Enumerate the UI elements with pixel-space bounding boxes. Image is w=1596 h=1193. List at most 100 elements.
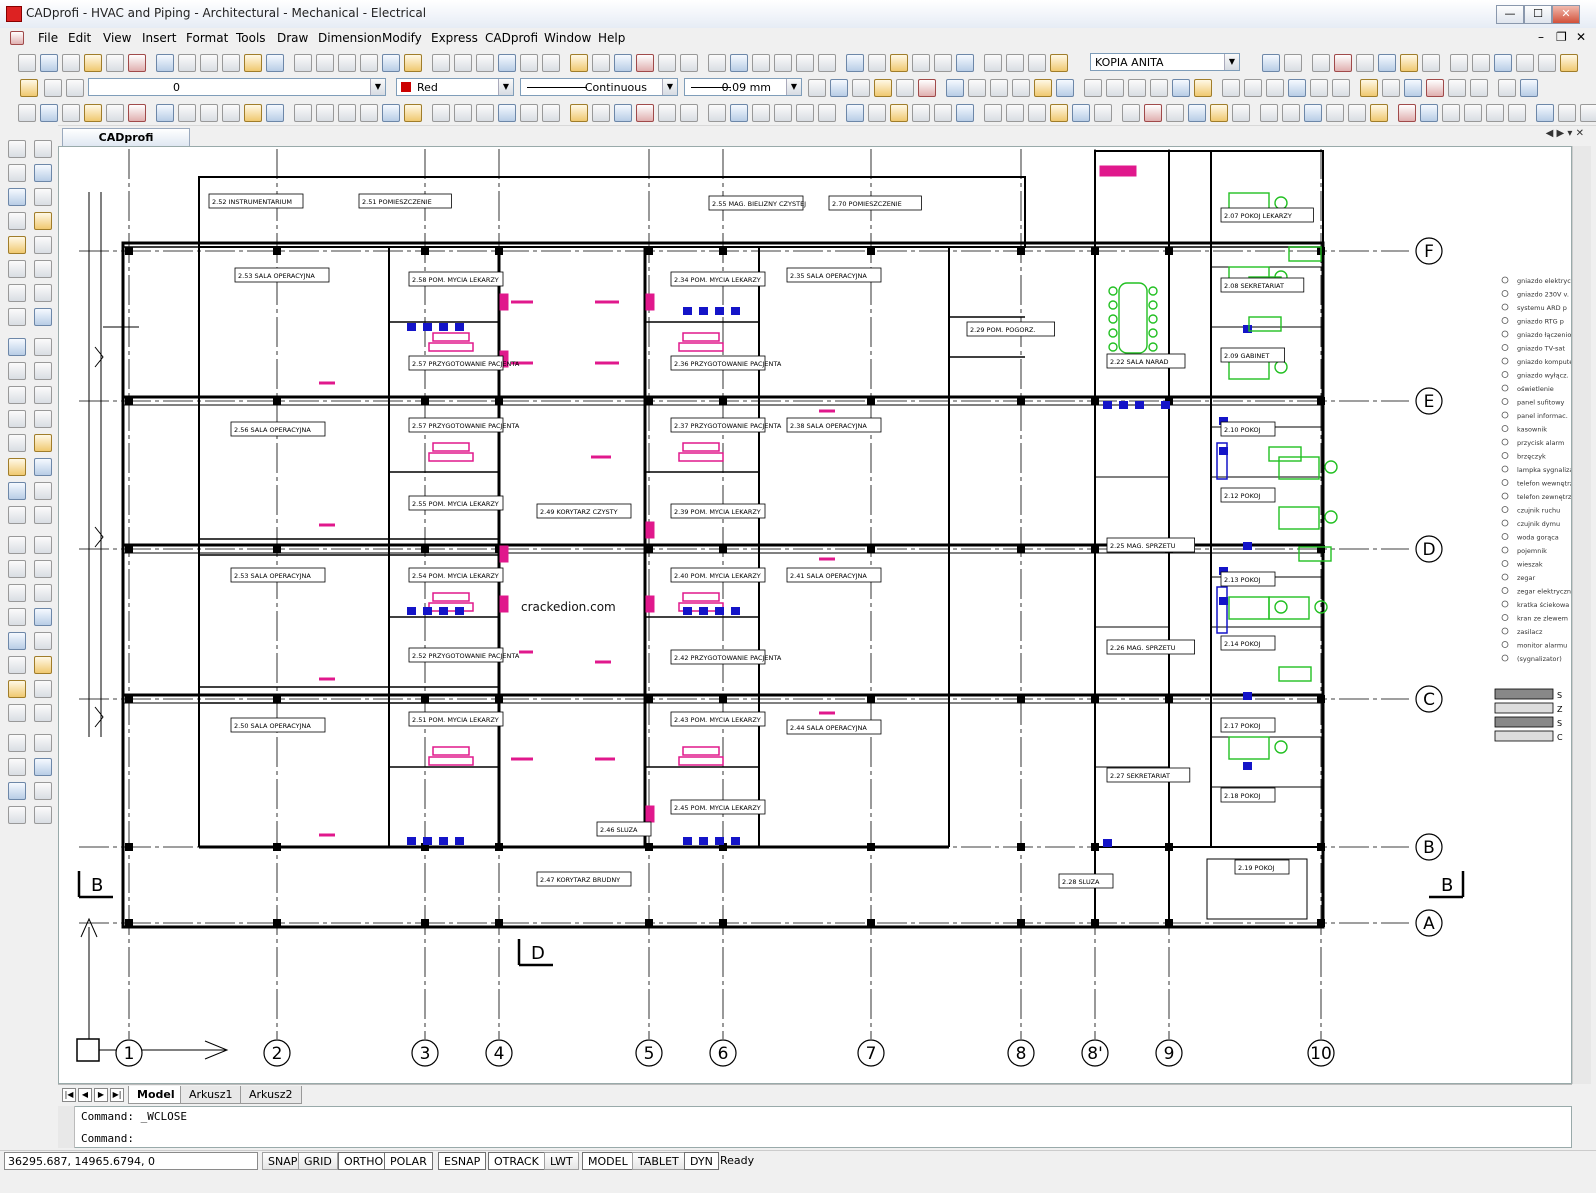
menu-draw[interactable]: Draw xyxy=(277,31,309,45)
toolbar2-undo-icon[interactable] xyxy=(1056,79,1074,97)
torus-icon[interactable] xyxy=(34,434,52,452)
toolbar2-qnew-icon[interactable] xyxy=(830,79,848,97)
toolbar1-markup-icon[interactable] xyxy=(498,54,516,72)
command-window-grip[interactable] xyxy=(58,1106,75,1148)
toolbar3-open-icon[interactable] xyxy=(1094,104,1112,122)
menu-view[interactable]: View xyxy=(103,31,132,45)
toolbar2-redo-icon[interactable] xyxy=(1084,79,1102,97)
scale-icon[interactable] xyxy=(8,782,26,800)
toolbar3-dim-jogged-icon[interactable] xyxy=(680,104,698,122)
toolbar1-dim-diameter-icon[interactable] xyxy=(708,54,726,72)
tab-model[interactable]: Model xyxy=(128,1086,184,1104)
toolbar1-pan-icon[interactable] xyxy=(1538,54,1556,72)
toolbar2-copy-icon[interactable] xyxy=(990,79,1008,97)
toolbar1-plot-icon[interactable] xyxy=(1378,54,1396,72)
chevron-down-icon[interactable]: ▼ xyxy=(786,79,801,95)
toolbar3-print-icon[interactable] xyxy=(1144,104,1162,122)
toolbar3-undo-icon[interactable] xyxy=(1304,104,1322,122)
toolbar1-jogged-linear-icon[interactable] xyxy=(934,54,952,72)
circle-icon[interactable] xyxy=(8,284,26,302)
toolbar2-dim-angular-icon[interactable] xyxy=(1520,79,1538,97)
toolbar3-center-mark-icon[interactable] xyxy=(890,104,908,122)
next-tab-button[interactable]: ▶ xyxy=(94,1088,108,1102)
gradient-icon[interactable] xyxy=(8,506,26,524)
ellipse-icon[interactable] xyxy=(8,362,26,380)
toolbar1-paste-icon[interactable] xyxy=(1450,54,1468,72)
toolbar3-sheet-set-icon[interactable] xyxy=(476,104,494,122)
toolbar1-new-icon[interactable] xyxy=(1050,54,1068,72)
trim-icon[interactable] xyxy=(34,140,52,158)
toolbar1-zoom-previous-icon[interactable] xyxy=(382,54,400,72)
toolbar1-dim-angular-icon[interactable] xyxy=(730,54,748,72)
tab-arkusz1[interactable]: Arkusz1 xyxy=(180,1086,242,1104)
toolbar1-zoom-window-icon[interactable] xyxy=(360,54,378,72)
toolbar2-matchprop-icon[interactable] xyxy=(1034,79,1052,97)
line-icon[interactable] xyxy=(8,140,26,158)
toolbar3-plot-icon[interactable] xyxy=(1188,104,1206,122)
toolbar1-qnew-icon[interactable] xyxy=(1262,54,1280,72)
toolbar1-help-icon[interactable] xyxy=(542,54,560,72)
toolbar2-dim-diameter-icon[interactable] xyxy=(1498,79,1516,97)
toolbar3-dim-aligned-icon[interactable] xyxy=(592,104,610,122)
toolbar2-dim-radius-icon[interactable] xyxy=(1448,79,1466,97)
toolbar3-help-icon[interactable] xyxy=(542,104,560,122)
toolbar3-markup-icon[interactable] xyxy=(1536,104,1554,122)
toolbar3-properties-icon[interactable] xyxy=(1442,104,1460,122)
toolbar3-qnew-icon[interactable] xyxy=(1072,104,1090,122)
toolbar3-dim-arc-icon[interactable] xyxy=(614,104,632,122)
toolbar3-new-icon[interactable] xyxy=(18,104,36,122)
first-tab-button[interactable]: |◀ xyxy=(62,1088,76,1102)
toolbar3-zoom-icon[interactable] xyxy=(1370,104,1388,122)
toolbar3-tolerance-icon[interactable] xyxy=(868,104,886,122)
tab-navigation[interactable]: ◀ ▶ ▾ ✕ xyxy=(1545,128,1584,139)
revision-cloud-icon[interactable] xyxy=(34,704,52,722)
toolbar2-new-icon[interactable] xyxy=(808,79,826,97)
toolbar1-dim-arc-icon[interactable] xyxy=(614,54,632,72)
vertical-scrollbar[interactable] xyxy=(1572,146,1591,1084)
box-icon[interactable] xyxy=(34,308,52,326)
toolbar3-dim-space-icon[interactable] xyxy=(818,104,836,122)
toolbar1-tool-palettes-icon[interactable] xyxy=(454,54,472,72)
menu-modify[interactable]: Modify xyxy=(382,31,422,45)
toolbar1-print-icon[interactable] xyxy=(106,54,124,72)
make-block-icon[interactable] xyxy=(8,434,26,452)
polyline-icon[interactable] xyxy=(34,584,52,602)
toolbar3-undo-icon[interactable] xyxy=(266,104,284,122)
toolbar3-markup-icon[interactable] xyxy=(498,104,516,122)
toolbar1-sheet-set-icon[interactable] xyxy=(476,54,494,72)
rectangle-icon[interactable] xyxy=(8,236,26,254)
model-toggle[interactable]: MODEL xyxy=(582,1152,634,1170)
toolbar2-calculator-icon[interactable] xyxy=(1310,79,1328,97)
toolbar3-dim-quick-icon[interactable] xyxy=(752,104,770,122)
chamfer-icon[interactable] xyxy=(34,236,52,254)
ellipse-arc-icon[interactable] xyxy=(8,386,26,404)
tab-arkusz2[interactable]: Arkusz2 xyxy=(240,1086,302,1104)
toolbar1-new-icon[interactable] xyxy=(18,54,36,72)
menu-help[interactable]: Help xyxy=(598,31,626,45)
toolbar2-properties-icon[interactable] xyxy=(1194,79,1212,97)
toolbar2-dim-arc-icon[interactable] xyxy=(1404,79,1422,97)
toolbar1-dim-linear-icon[interactable] xyxy=(570,54,588,72)
polygon-icon[interactable] xyxy=(34,608,52,626)
toolbar1-redo-icon[interactable] xyxy=(1516,54,1534,72)
polyline-icon[interactable] xyxy=(8,188,26,206)
chevron-down-icon[interactable]: ▼ xyxy=(1224,54,1239,70)
toolbar2-paste-icon[interactable] xyxy=(1012,79,1030,97)
menu-cadprofi[interactable]: CADprofi xyxy=(485,31,539,45)
toolbar1-copy-icon[interactable] xyxy=(200,54,218,72)
chevron-down-icon[interactable]: ▼ xyxy=(662,79,677,95)
toolbar1-dim-jogged-icon[interactable] xyxy=(680,54,698,72)
toolbar3-copy-icon[interactable] xyxy=(200,104,218,122)
last-tab-button[interactable]: ▶| xyxy=(110,1088,124,1102)
toolbar3-save-icon[interactable] xyxy=(1122,104,1140,122)
layer-manager-icon[interactable] xyxy=(20,79,38,97)
toolbar2-dim-jogged-icon[interactable] xyxy=(1470,79,1488,97)
layer-state-icon[interactable] xyxy=(44,79,62,97)
menu-edit[interactable]: Edit xyxy=(68,31,92,45)
toolbar3-dim-baseline-icon[interactable] xyxy=(774,104,792,122)
toolbar1-undo-icon[interactable] xyxy=(1494,54,1512,72)
circle-icon[interactable] xyxy=(34,680,52,698)
toolbar3-preview-icon[interactable] xyxy=(1166,104,1184,122)
toolbar3-dim-linear-icon[interactable] xyxy=(570,104,588,122)
app-icon[interactable] xyxy=(6,6,22,22)
